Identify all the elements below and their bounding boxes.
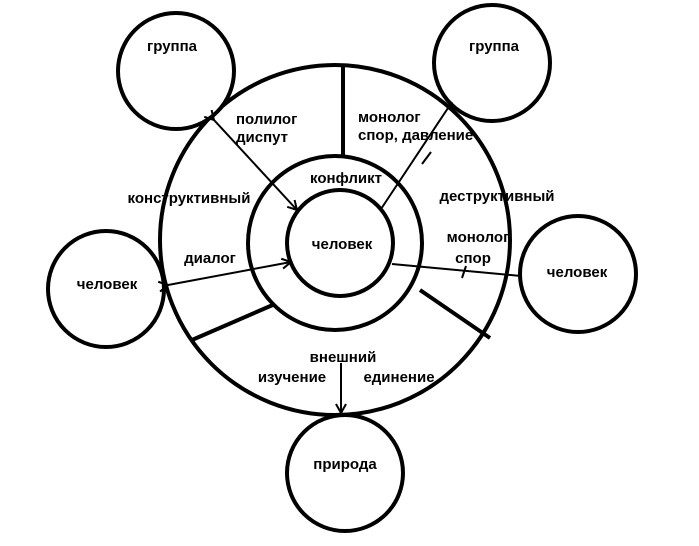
polylog-label: полилог — [236, 111, 297, 128]
bottom-nature-label: природа — [313, 456, 377, 473]
external-label: внешний — [310, 349, 377, 366]
top-left-group-label: группа — [147, 38, 198, 55]
right-person-label: человек — [547, 264, 608, 281]
monolog-right-label: монолог — [447, 229, 510, 246]
divider-lower-right — [418, 288, 492, 340]
edge-monolog-top — [380, 101, 453, 210]
edge-dialog — [168, 262, 291, 285]
center-node-label: человек — [312, 236, 373, 253]
monolog-top-label: монолог — [358, 109, 421, 126]
top-left-group-circle — [116, 11, 236, 131]
dialog-label: диалог — [184, 250, 236, 267]
unity-label: единение — [363, 369, 434, 386]
top-right-group-circle — [432, 3, 552, 123]
destructive-label: деструктивный — [439, 188, 554, 205]
top-right-group-label: группа — [469, 38, 520, 55]
edge-monolog-right — [391, 263, 522, 277]
edge-polylog — [214, 120, 297, 210]
right-person-circle — [518, 214, 638, 334]
conflict-label: конфликт — [310, 170, 382, 187]
divider-lower-left — [191, 302, 276, 342]
study-label: изучение — [258, 369, 326, 386]
left-person-label: человек — [77, 276, 138, 293]
conflict-ring — [246, 154, 424, 332]
dispute-label: диспут — [236, 129, 288, 146]
argument-label: спор — [455, 250, 491, 267]
constructive-label: конструктивный — [128, 190, 251, 207]
bottom-nature-circle — [285, 413, 405, 533]
argument-pressure-label: спор, давление — [358, 127, 473, 144]
center-node-circle — [285, 188, 395, 298]
edge-monolog-right-tick — [461, 265, 467, 279]
edge-monolog-top-tick — [421, 151, 432, 165]
